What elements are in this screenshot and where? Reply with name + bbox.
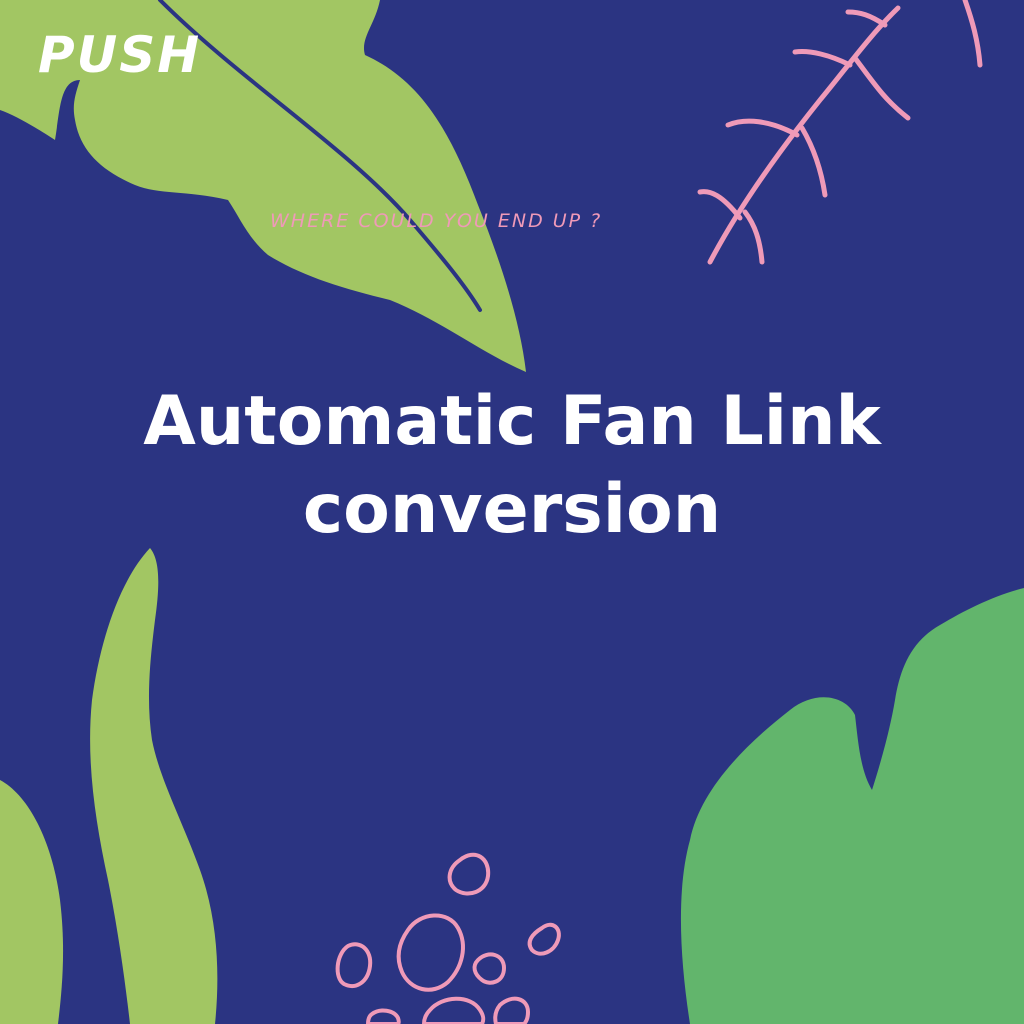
frond-bottom-left-icon [0,548,218,1024]
pebble-outlines-icon [335,852,561,1024]
headline-line-1: Automatic Fan Link [143,382,881,461]
tagline: WHERE COULD YOU END UP ? [270,210,603,232]
headline: Automatic Fan Link conversion [0,378,1024,554]
leaf-bottom-right-icon [680,588,1024,1024]
fern-branch-top-right-icon [697,0,983,265]
brand-logo: PUSH [38,26,202,84]
headline-line-2: conversion [302,470,722,549]
leaf-top-left-icon [0,0,526,372]
